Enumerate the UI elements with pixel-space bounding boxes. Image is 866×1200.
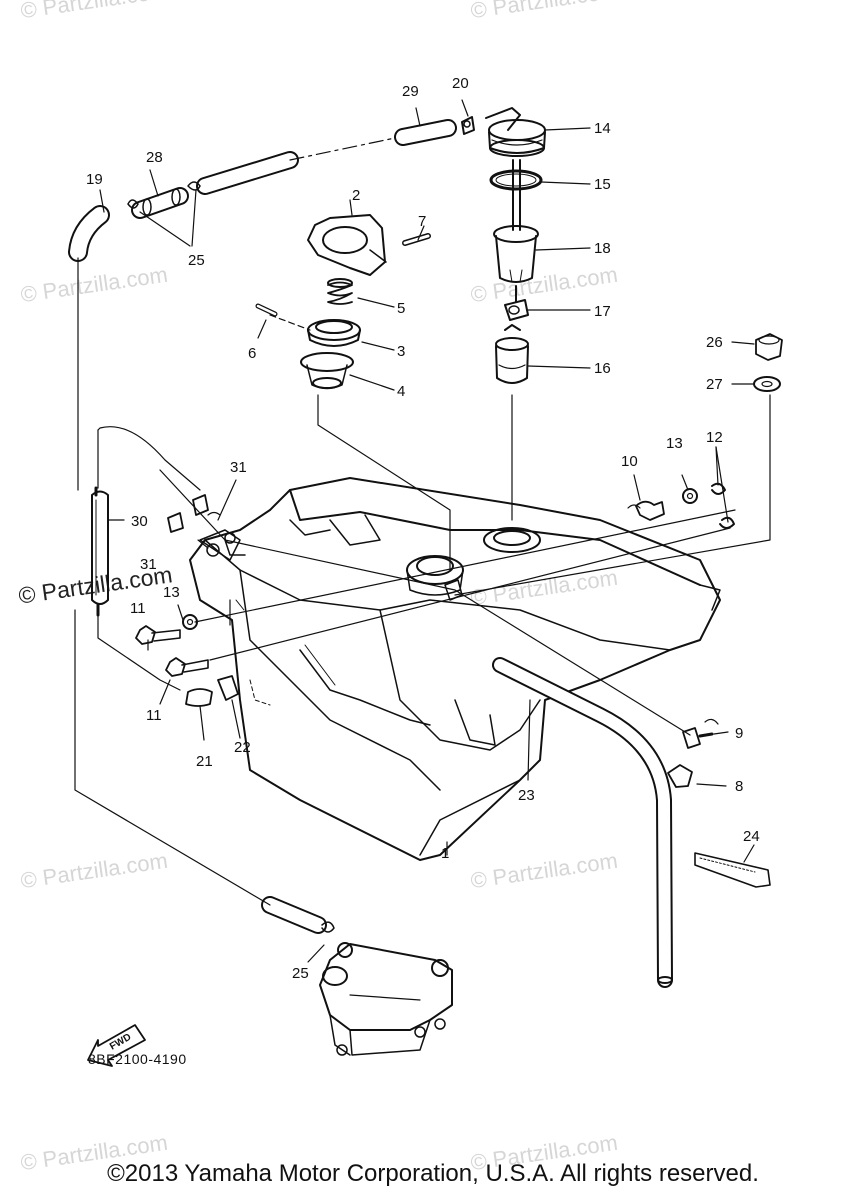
callout-31: 31 <box>230 459 247 476</box>
grommet-part <box>185 675 239 707</box>
fuel-pump-part <box>319 942 453 1056</box>
fuel-hose-upper-part <box>196 151 299 195</box>
callout-25: 25 <box>188 252 205 269</box>
callout-11: 11 <box>146 707 162 724</box>
callout-11: 11 <box>130 600 146 617</box>
callout-13: 13 <box>163 584 180 601</box>
forward-arrow-icon <box>87 1024 146 1067</box>
float-part <box>495 324 529 384</box>
hose-clamp-part <box>167 494 221 533</box>
callout-30: 30 <box>131 513 148 530</box>
clip-part <box>402 233 431 246</box>
callout-20: 20 <box>452 75 469 92</box>
callout-12: 12 <box>706 429 723 446</box>
pin-part <box>255 303 278 317</box>
cap-spring-part <box>327 278 353 305</box>
fuel-gauge-head-part <box>485 107 546 157</box>
callout-19: 19 <box>86 171 103 188</box>
fuel-tank-part <box>189 477 721 861</box>
o-ring-part <box>489 169 543 191</box>
bolt-part <box>135 625 209 677</box>
fuel-hose-lower-part <box>261 896 335 934</box>
callout-4: 4 <box>397 383 405 400</box>
callouts: 1 2 3 4 5 6 7 8 9 10 11 11 12 13 13 14 1… <box>86 75 760 982</box>
valve-fitting-part <box>627 500 665 521</box>
cap-gasket-part <box>307 319 361 347</box>
callout-8: 8 <box>735 778 743 795</box>
callout-3: 3 <box>397 343 405 360</box>
callout-14: 14 <box>594 120 611 137</box>
callout-9: 9 <box>735 725 743 742</box>
callout-23: 23 <box>518 787 535 804</box>
callout-18: 18 <box>594 240 611 257</box>
callout-17: 17 <box>594 303 611 320</box>
callout-15: 15 <box>594 176 611 193</box>
clamp-part <box>504 299 529 321</box>
callout-21: 21 <box>196 753 213 770</box>
callout-28: 28 <box>146 149 163 166</box>
callout-7: 7 <box>418 213 426 230</box>
callout-31: 31 <box>140 556 157 573</box>
circlip-part <box>711 482 735 529</box>
fuel-filter-part <box>91 486 109 617</box>
callout-22: 22 <box>234 739 251 756</box>
callout-24: 24 <box>743 828 760 845</box>
callout-2: 2 <box>352 187 360 204</box>
callout-25: 25 <box>292 965 309 982</box>
gauge-tube-part <box>493 159 539 303</box>
callout-16: 16 <box>594 360 611 377</box>
filler-neck-part <box>300 352 354 390</box>
copyright-notice: ©2013 Yamaha Motor Corporation, U.S.A. A… <box>107 1160 759 1187</box>
hose-clip-part <box>461 116 475 135</box>
fuel-hose-short-part <box>394 119 457 146</box>
callout-1: 1 <box>441 845 449 862</box>
callout-13: 13 <box>666 435 683 452</box>
fwd-label: FWD <box>108 1032 133 1053</box>
callout-27: 27 <box>706 376 723 393</box>
hose-elbow-part <box>68 205 110 262</box>
drain-plug-part <box>682 718 719 749</box>
damper-part <box>755 333 783 361</box>
callout-10: 10 <box>621 453 638 470</box>
hose-clip-upper-part <box>127 181 201 209</box>
fuel-joint-part <box>131 187 189 219</box>
band-part <box>694 852 771 888</box>
filler-cap-part <box>307 214 387 276</box>
vent-hose-part <box>492 657 673 988</box>
callout-29: 29 <box>402 83 419 100</box>
drawing-code: 8BF2100-4190 <box>88 1051 187 1067</box>
collar-part <box>753 376 781 392</box>
callout-6: 6 <box>248 345 256 362</box>
cap-part <box>667 764 693 788</box>
callout-5: 5 <box>397 300 405 317</box>
callout-26: 26 <box>706 334 723 351</box>
leader-lines <box>74 99 771 963</box>
